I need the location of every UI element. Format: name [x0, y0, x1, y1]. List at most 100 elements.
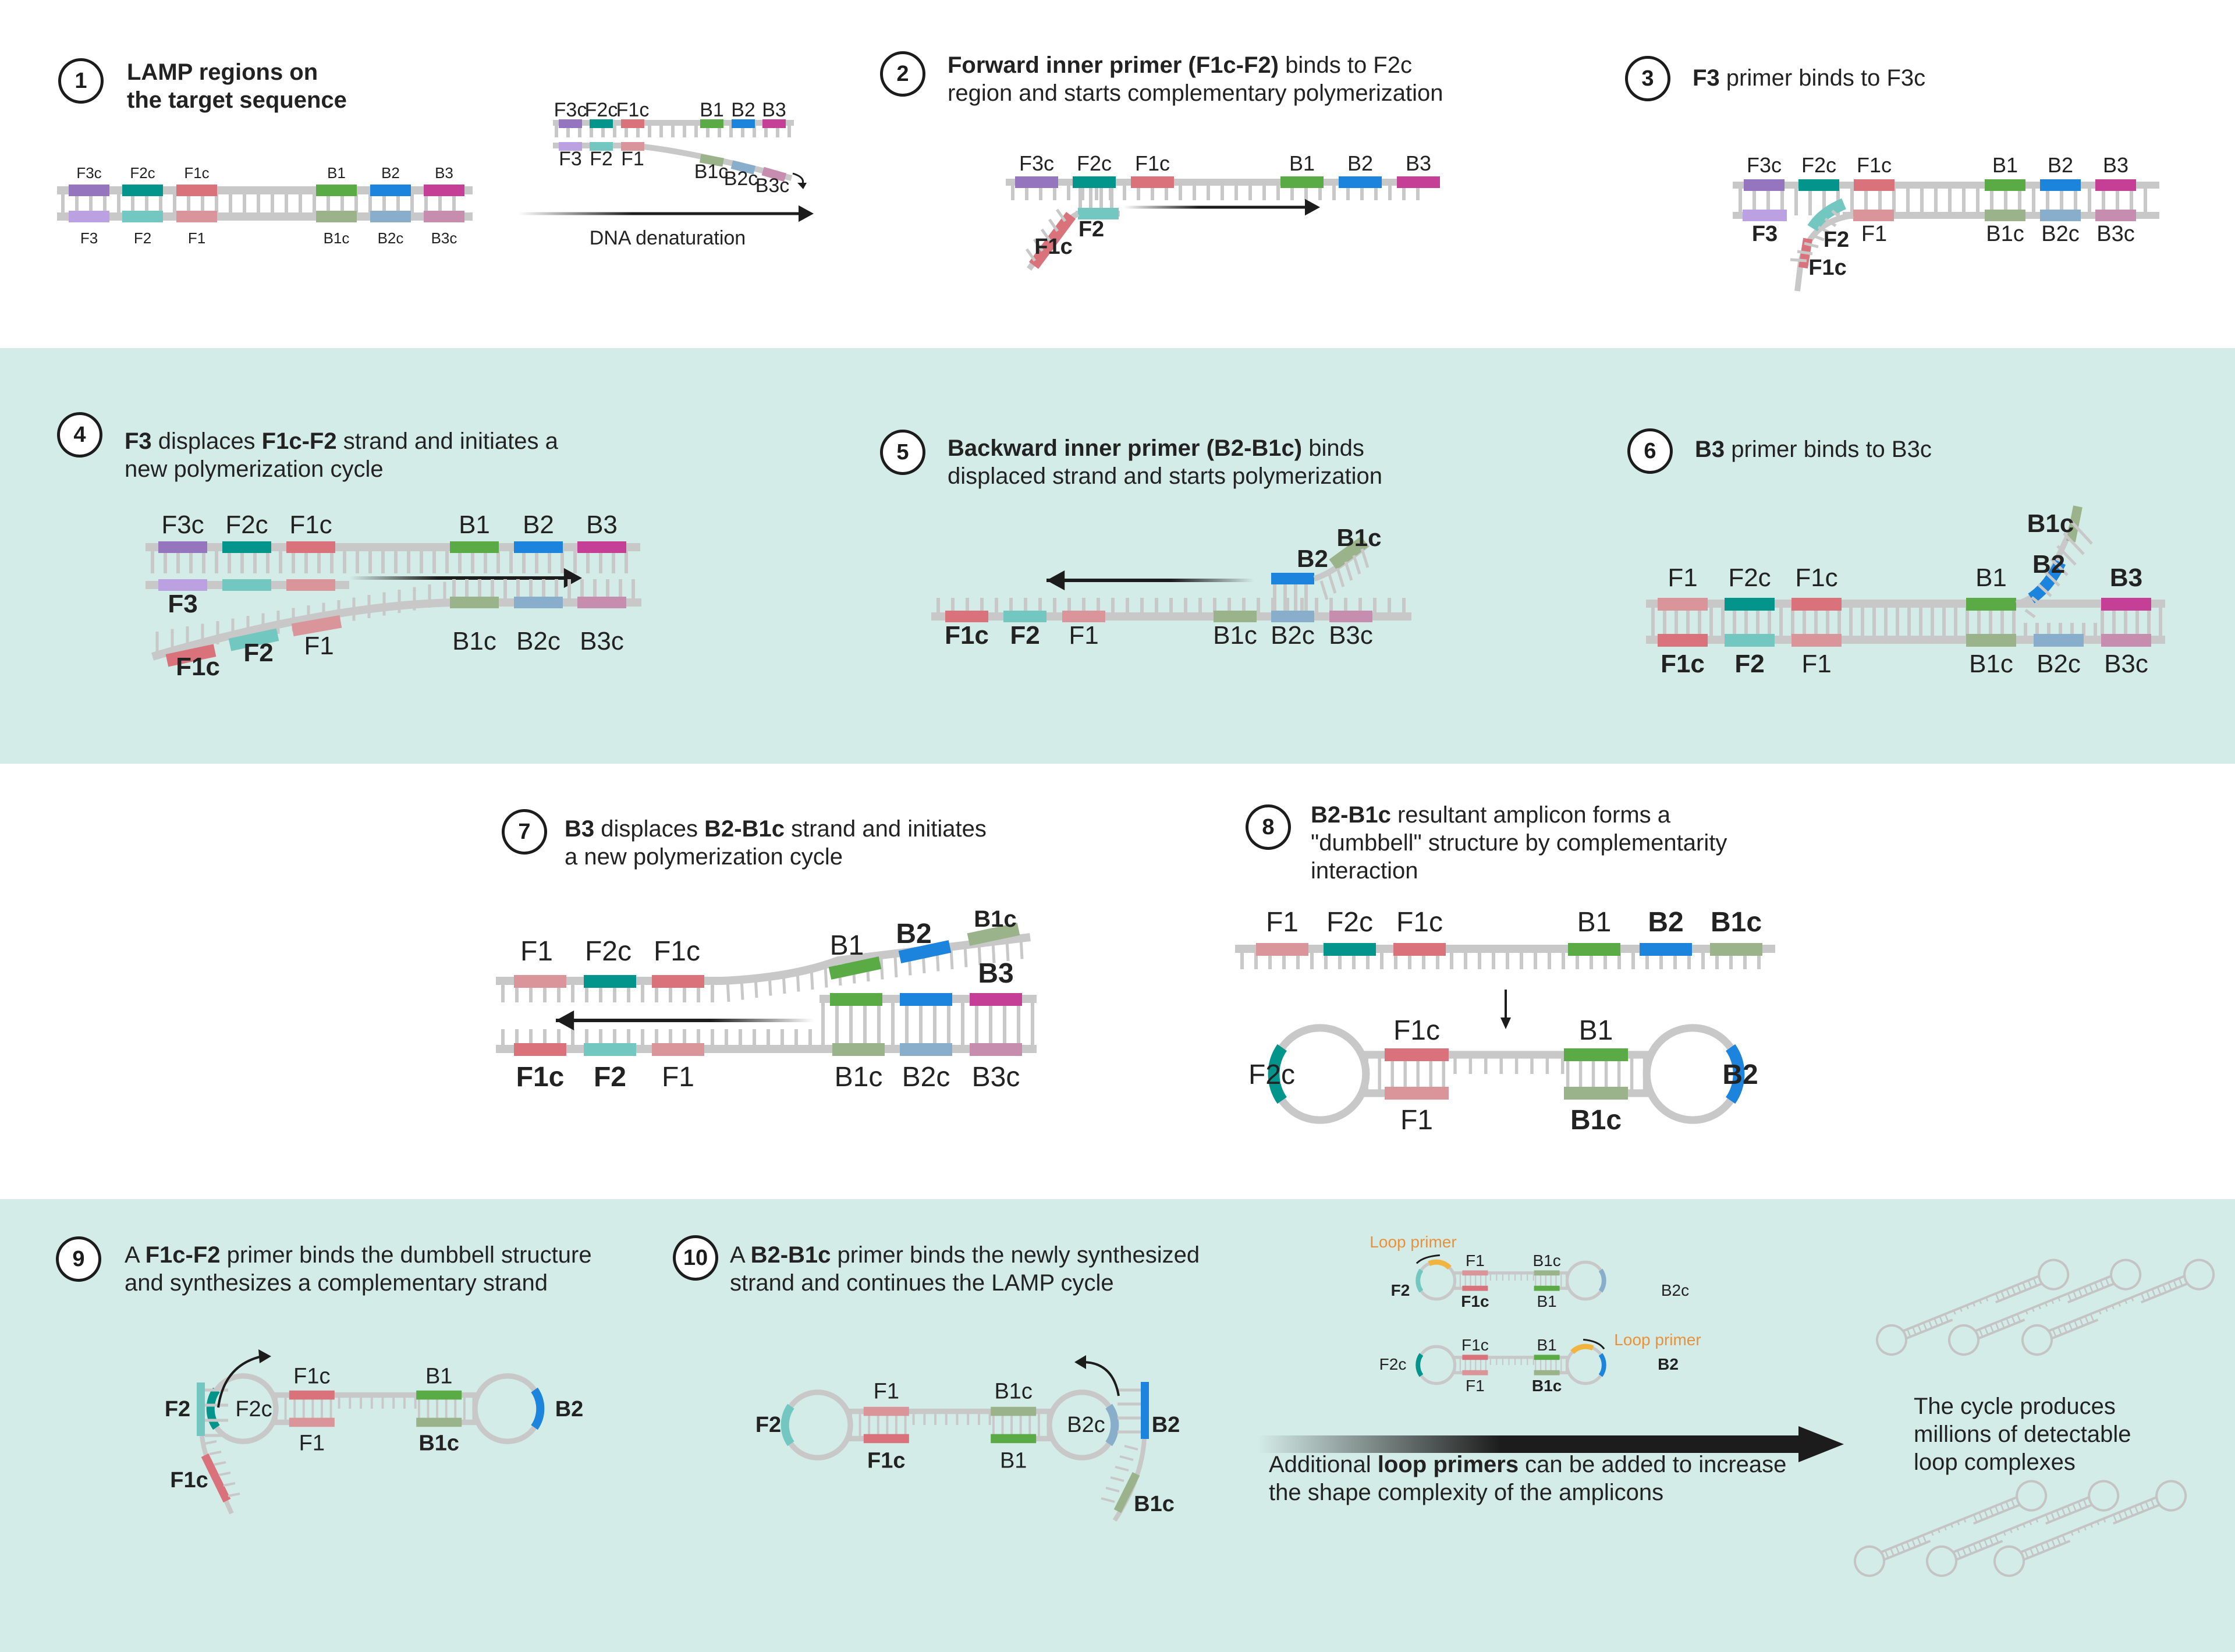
base-pair-rung — [2083, 1286, 2088, 1295]
region-label: F3c — [76, 164, 101, 182]
region-segment — [222, 541, 271, 553]
amplicon-loop — [1876, 1324, 1907, 1356]
base-pair-rung — [2123, 1510, 2128, 1519]
region-label: B2c — [902, 1062, 950, 1093]
region-segment — [201, 1453, 231, 1503]
base-pair-rung — [2030, 1548, 2034, 1557]
region-segment — [730, 160, 756, 175]
region-label: B3 — [2103, 153, 2128, 177]
region-label: B1c — [1969, 650, 2013, 678]
base-pair-rung — [1973, 1514, 1978, 1523]
region-label: F2c — [1801, 153, 1836, 177]
base-pair-rung — [1797, 250, 1813, 256]
region-segment — [1385, 1087, 1449, 1100]
region-label: B1c — [1711, 907, 1762, 938]
region-segment — [2095, 179, 2136, 191]
region-segment — [970, 1043, 1022, 1056]
region-label: B3 — [435, 164, 453, 182]
region-segment — [1658, 634, 1708, 647]
region-label: F1 — [1266, 907, 1299, 938]
caption-bold: the target sequence — [127, 87, 347, 113]
base-pair-rung — [2072, 1503, 2077, 1512]
base-pair-rung — [2096, 1520, 2100, 1526]
caption-text: a new polymerization cycle — [565, 844, 843, 870]
caption-text: interaction — [1311, 858, 1418, 884]
region-segment — [1640, 943, 1692, 956]
region-label: F2c — [585, 99, 618, 121]
region-label: F1c — [1857, 153, 1892, 177]
caption-text: Additional — [1269, 1452, 1378, 1477]
amplicon-strand — [1906, 1318, 1953, 1339]
region-label: F1c — [1808, 256, 1846, 280]
region-label: B1 — [1000, 1448, 1027, 1473]
caption-text: strand and initiates — [784, 816, 987, 842]
base-pair-rung — [2051, 1299, 2055, 1304]
region-segment — [1564, 1048, 1628, 1061]
region-label: F1c — [945, 621, 989, 650]
amplicon-strand — [1884, 1540, 1931, 1561]
region-label: B3c — [431, 229, 457, 247]
base-pair-rung — [1811, 233, 1825, 242]
base-pair-rung — [1101, 1497, 1115, 1503]
result-caption: The cycle produces millions of detectabl… — [1914, 1392, 2131, 1476]
region-segment — [1329, 536, 1369, 570]
base-pair-rung — [1105, 1487, 1120, 1493]
base-pair-rung — [214, 1461, 226, 1466]
region-segment — [286, 541, 335, 553]
region-segment — [577, 541, 626, 553]
denaturation-arrow-shaft — [518, 212, 805, 215]
base-pair-rung — [1984, 1327, 1989, 1335]
region-label: F1c — [1461, 1292, 1489, 1310]
region-label: B1 — [700, 99, 724, 121]
region-segment — [584, 1043, 636, 1056]
base-pair-rung — [1962, 1548, 1967, 1557]
region-segment — [1385, 1048, 1449, 1061]
left-loop-region — [206, 1387, 220, 1430]
region-segment — [900, 993, 952, 1006]
region-label: B3 — [2110, 563, 2142, 592]
region-label: F2c — [585, 936, 632, 967]
amplicon-strand — [1956, 1540, 2003, 1561]
caption-bold: B3 — [565, 816, 595, 842]
region-segment — [165, 644, 217, 667]
base-pair-rung — [2010, 1499, 2016, 1508]
base-pair-rung — [1115, 1466, 1129, 1472]
region-label: F2c — [1077, 151, 1112, 175]
base-pair-rung — [2146, 1291, 2151, 1299]
caption-text: displaced strand and starts polymerizati… — [948, 463, 1383, 489]
region-label: F2c — [130, 164, 155, 182]
region-segment — [289, 1417, 335, 1427]
region-segment — [424, 211, 464, 222]
region-segment — [1329, 611, 1372, 622]
region-segment — [370, 211, 411, 222]
region-segment — [158, 579, 207, 591]
region-segment — [1462, 1370, 1488, 1376]
region-segment — [590, 119, 613, 128]
base-pair-rung — [2145, 1501, 2150, 1510]
base-pair-rung — [1890, 1548, 1895, 1557]
displaced-strand — [151, 598, 641, 661]
base-pair-rung — [1934, 1318, 1938, 1327]
base-pair-rung — [2131, 1297, 2134, 1302]
base-pair-rung — [2077, 1501, 2083, 1510]
region-segment — [1339, 176, 1382, 188]
base-pair-rung — [2079, 1318, 2084, 1327]
base-pair-rung — [1989, 1537, 1994, 1545]
step-caption: B3 primer binds to B3c — [1695, 435, 1932, 463]
base-pair-rung — [1984, 1510, 1989, 1519]
amplicon-icon — [1876, 1259, 2070, 1356]
base-pair-rung — [1906, 1329, 1911, 1337]
base-pair-rung — [2105, 1278, 2110, 1286]
caption-bold: B2-B1c — [704, 816, 785, 842]
synthesis-arrow-head — [1074, 1355, 1086, 1369]
region-label: B2c — [1661, 1281, 1689, 1299]
region-label: F2 — [1734, 650, 1764, 678]
base-pair-rung — [1040, 228, 1052, 242]
base-pair-rung — [1963, 1518, 1967, 1523]
region-label: B1c — [694, 161, 729, 183]
region-label: F2 — [1824, 228, 1849, 252]
